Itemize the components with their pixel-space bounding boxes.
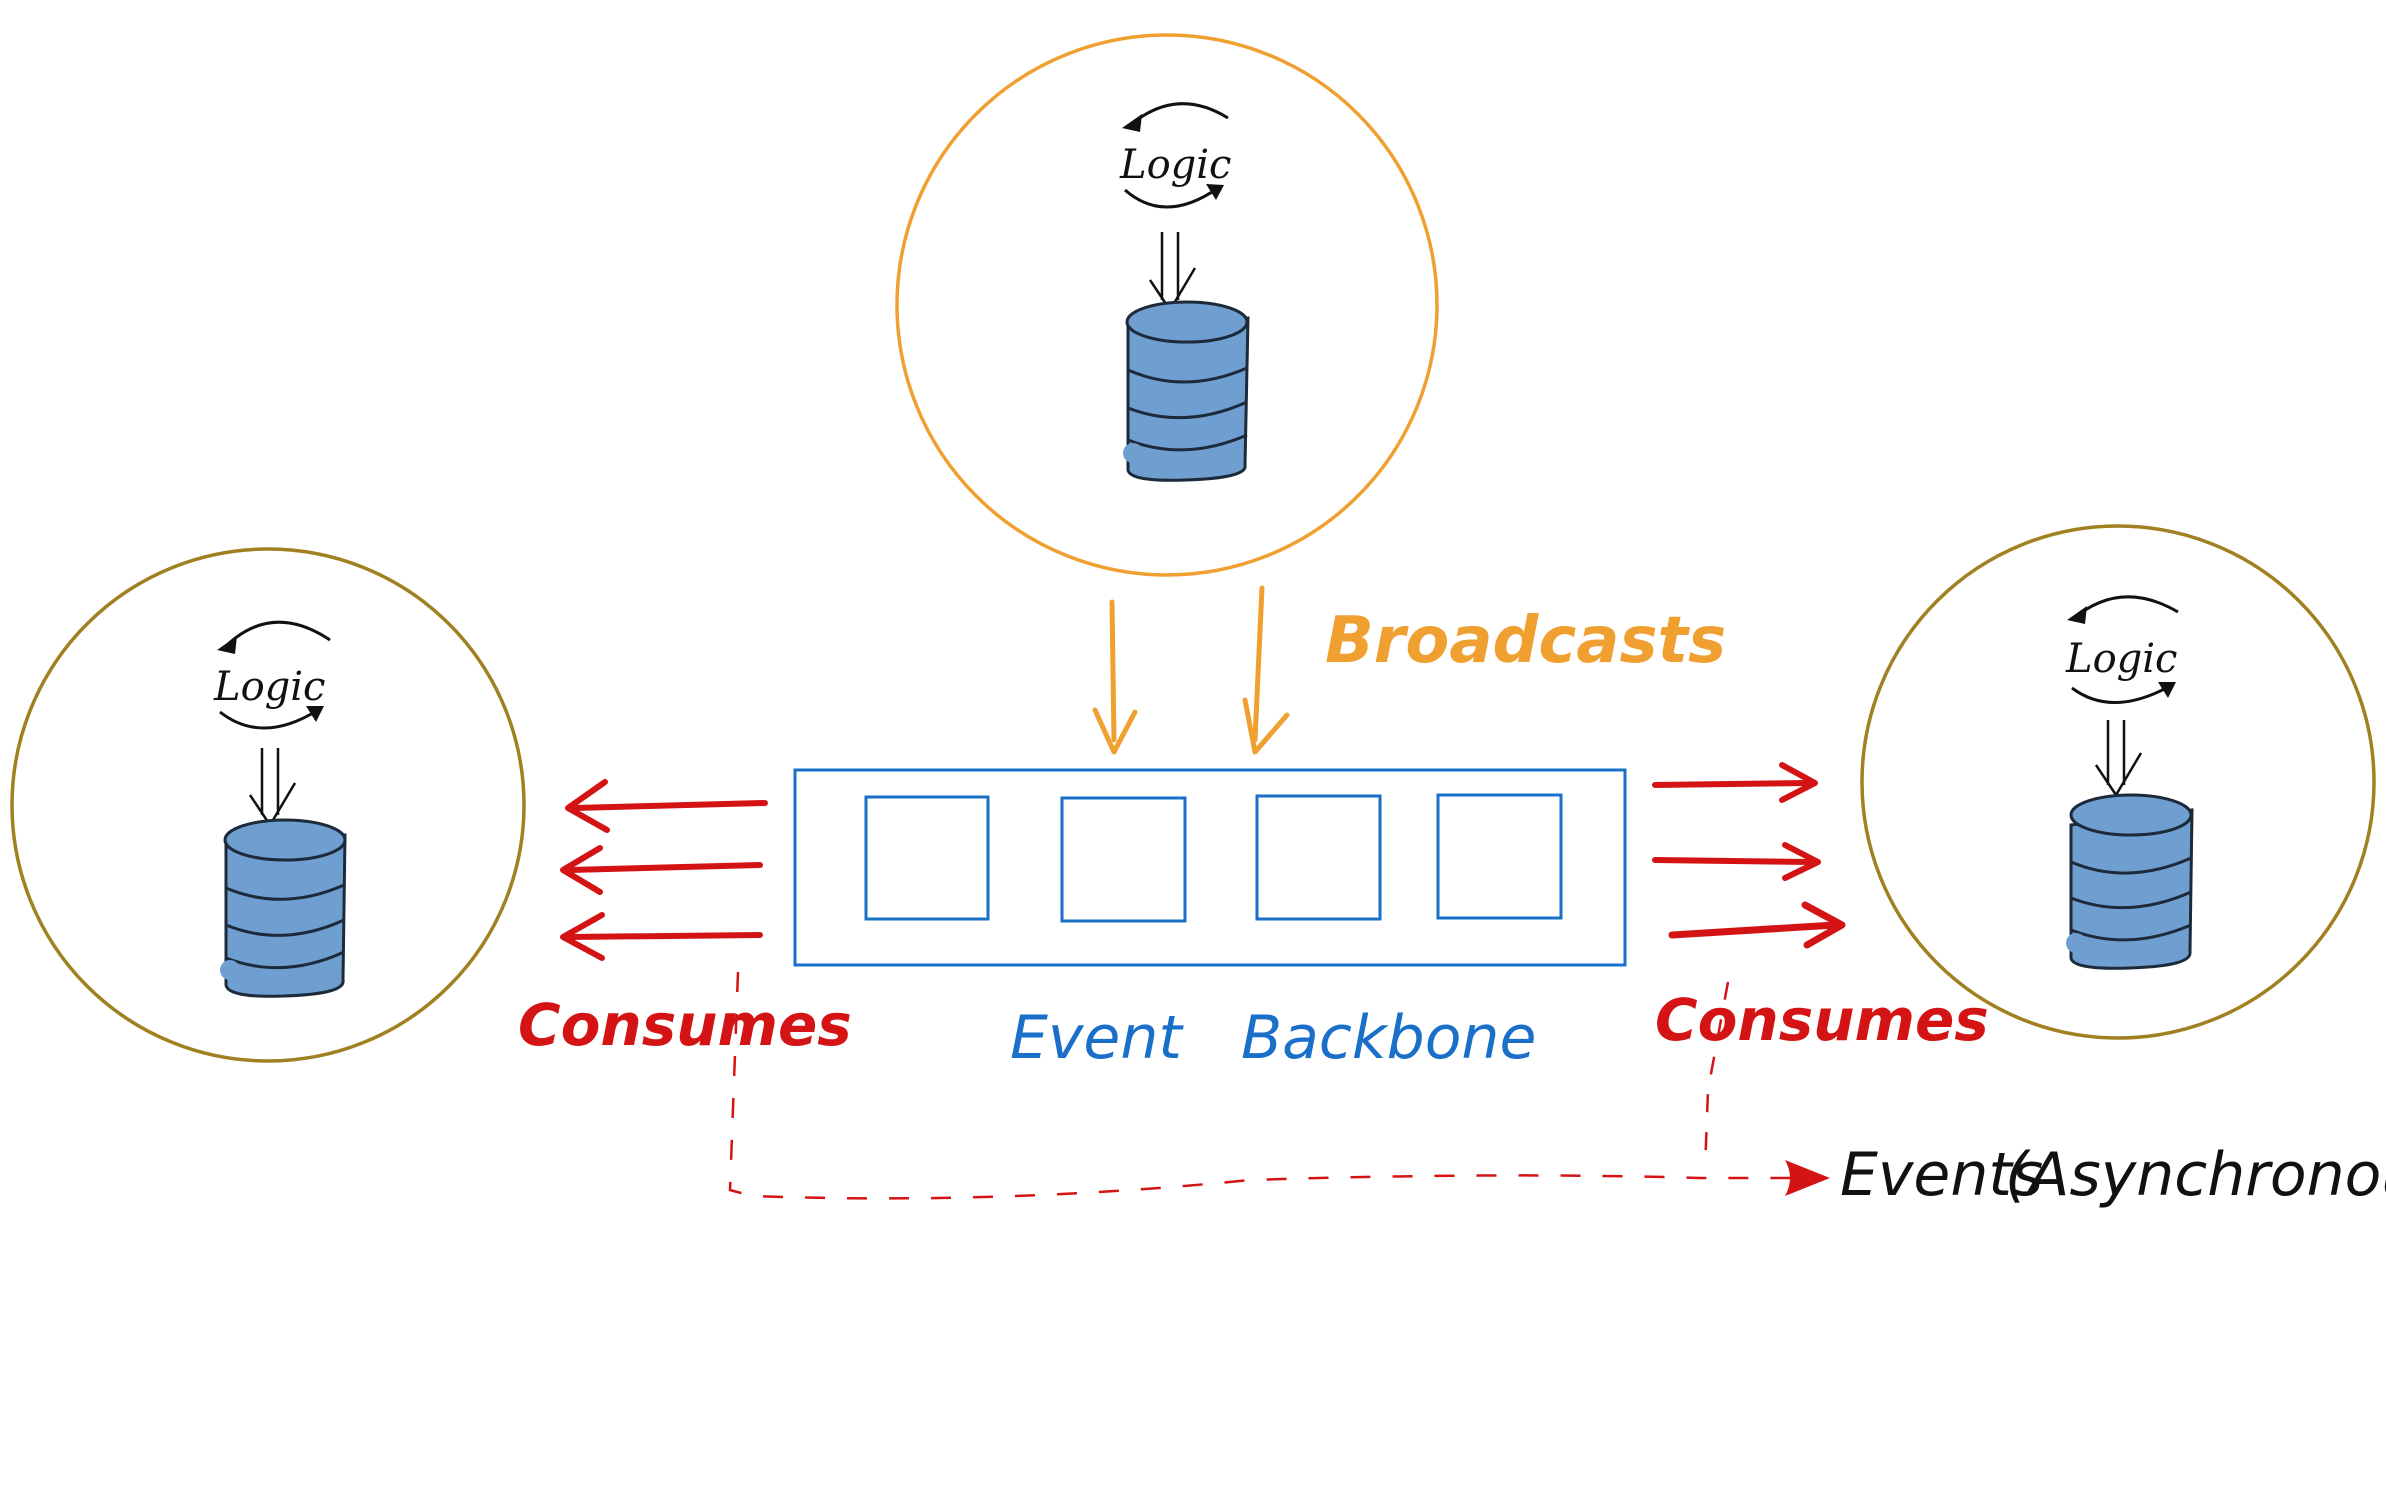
consumes-right-label: Consumes	[1655, 986, 1989, 1054]
database-icon	[220, 818, 347, 998]
consume-arrow	[1652, 762, 1818, 803]
consume-arrow	[560, 912, 763, 961]
right-consumer-ring	[1860, 524, 2376, 1040]
left-consumer-service: Logic	[10, 547, 526, 1063]
event-slot	[1060, 796, 1187, 923]
consume-arrow	[1652, 842, 1821, 881]
broadcasts-label: Broadcasts	[1325, 604, 1726, 678]
logic-cycle-icon: Logic	[2065, 595, 2179, 704]
consume-arrow	[565, 779, 768, 833]
left-consumer-ring	[10, 547, 526, 1063]
event-slot	[1255, 794, 1382, 921]
event-backbone-label: Event Backbone	[1010, 1003, 1536, 1073]
broadcast-arrow	[1242, 585, 1290, 755]
consumes-left-label: Consumes	[518, 991, 852, 1059]
event-slot	[864, 795, 990, 921]
logic-cycle-icon: Logic	[213, 620, 331, 730]
consume-arrow	[1668, 901, 1846, 949]
consume-arrow	[560, 845, 763, 895]
database-icon	[1123, 300, 1250, 482]
legend-arrowhead	[1785, 1160, 1830, 1196]
left-logic-label: Logic	[213, 664, 325, 710]
event-slot	[1436, 793, 1563, 920]
events-legend-label: Events	[1840, 1140, 2043, 1210]
backbone-frame	[793, 768, 1627, 967]
producer-ring	[895, 33, 1439, 577]
down-arrow-icon	[248, 748, 297, 828]
down-arrow-icon	[2094, 720, 2143, 798]
producer-logic-label: Logic	[1119, 142, 1231, 188]
consume-arrows-right	[1652, 762, 1846, 949]
logic-cycle-icon: Logic	[1119, 102, 1231, 209]
right-consumer-service: Logic	[1860, 524, 2376, 1040]
producer-service: Logic	[895, 33, 1439, 577]
broadcast-arrow	[1092, 599, 1138, 755]
event-backbone	[793, 768, 1627, 967]
broadcast-arrows	[1092, 585, 1290, 755]
async-dashed-connector	[728, 971, 1830, 1200]
consume-arrows-left	[560, 779, 768, 961]
asynchronous-legend-label: (Asynchronous)	[2005, 1140, 2386, 1210]
database-icon	[2066, 793, 2194, 970]
right-logic-label: Logic	[2065, 636, 2177, 682]
down-arrow-icon	[1148, 232, 1197, 313]
